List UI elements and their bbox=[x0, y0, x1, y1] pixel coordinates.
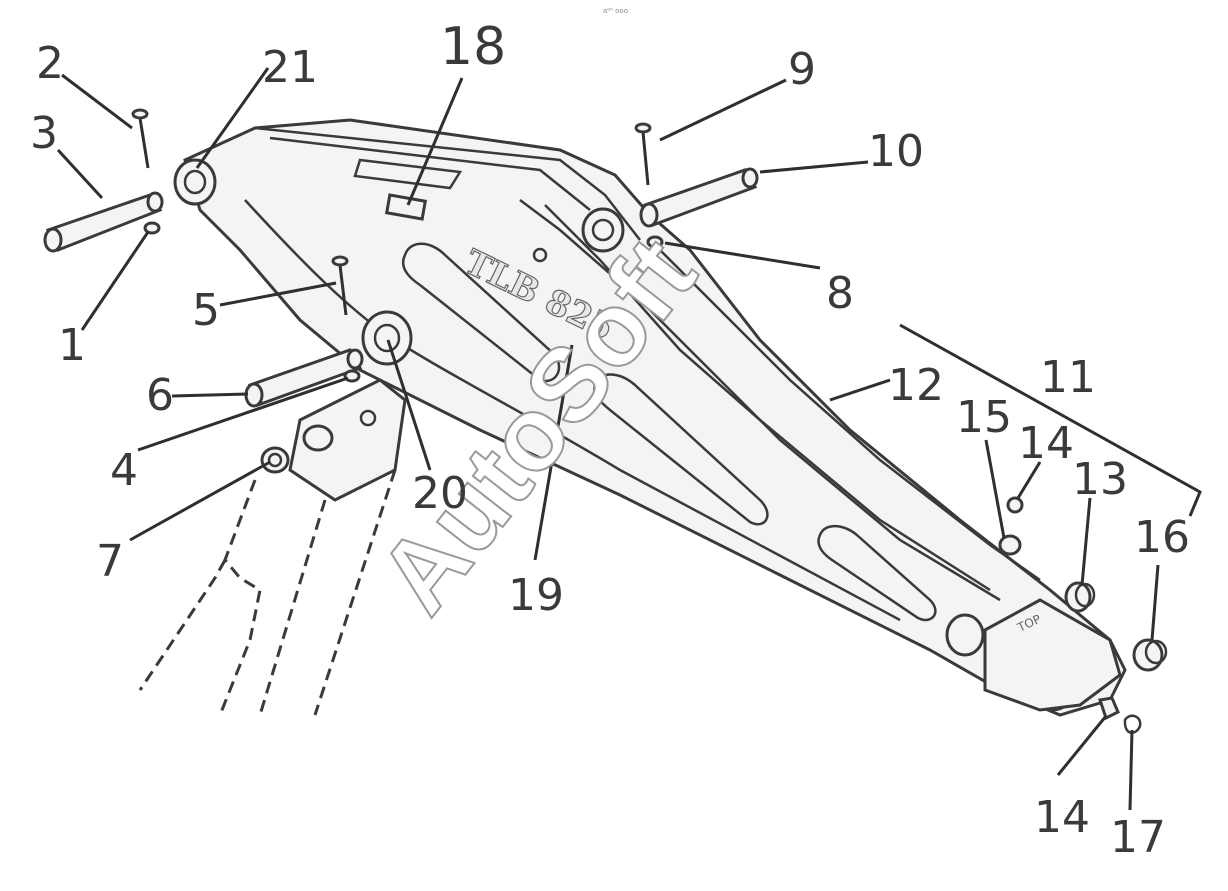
callout-15: 15 bbox=[956, 392, 1012, 443]
callout-16: 16 bbox=[1134, 512, 1190, 563]
callout-11: 11 bbox=[1040, 352, 1096, 403]
boom-arm: TLB 825 bbox=[183, 118, 1127, 717]
end-fittings bbox=[998, 496, 1168, 734]
callout-10: 10 bbox=[868, 126, 924, 177]
callout-14-top: 14 bbox=[1018, 418, 1074, 469]
nuts bbox=[143, 221, 664, 383]
callout-2: 2 bbox=[36, 38, 64, 89]
swing-bracket bbox=[138, 378, 407, 716]
callout-7: 7 bbox=[96, 536, 124, 587]
callout-13: 13 bbox=[1072, 454, 1128, 505]
header-tiny-text: a⁰⁰ ooo bbox=[603, 7, 628, 15]
pin-6 bbox=[244, 348, 364, 408]
callout-14-bottom: 14 bbox=[1034, 792, 1090, 843]
callout-21: 21 bbox=[262, 42, 318, 93]
pin-3 bbox=[43, 191, 164, 253]
bolts bbox=[131, 108, 652, 316]
callout-19: 19 bbox=[508, 570, 564, 621]
boom-bosses: TOP bbox=[173, 158, 1122, 712]
callout-12: 12 bbox=[888, 360, 944, 411]
callout-5: 5 bbox=[192, 285, 220, 336]
callout-6: 6 bbox=[146, 370, 174, 421]
leader-lines bbox=[56, 67, 1202, 811]
pin-10 bbox=[639, 167, 759, 228]
label-plate-18 bbox=[384, 193, 428, 221]
callout-20: 20 bbox=[412, 468, 468, 519]
callout-1: 1 bbox=[58, 320, 86, 371]
callout-17: 17 bbox=[1110, 812, 1166, 863]
callout-8: 8 bbox=[826, 268, 854, 319]
callout-18: 18 bbox=[440, 17, 506, 77]
callout-3: 3 bbox=[30, 108, 58, 159]
callout-4: 4 bbox=[110, 445, 138, 496]
callout-labels: 2 3 1 21 18 5 6 4 7 20 19 9 10 8 12 11 1… bbox=[30, 17, 1190, 863]
callout-9: 9 bbox=[788, 44, 816, 95]
